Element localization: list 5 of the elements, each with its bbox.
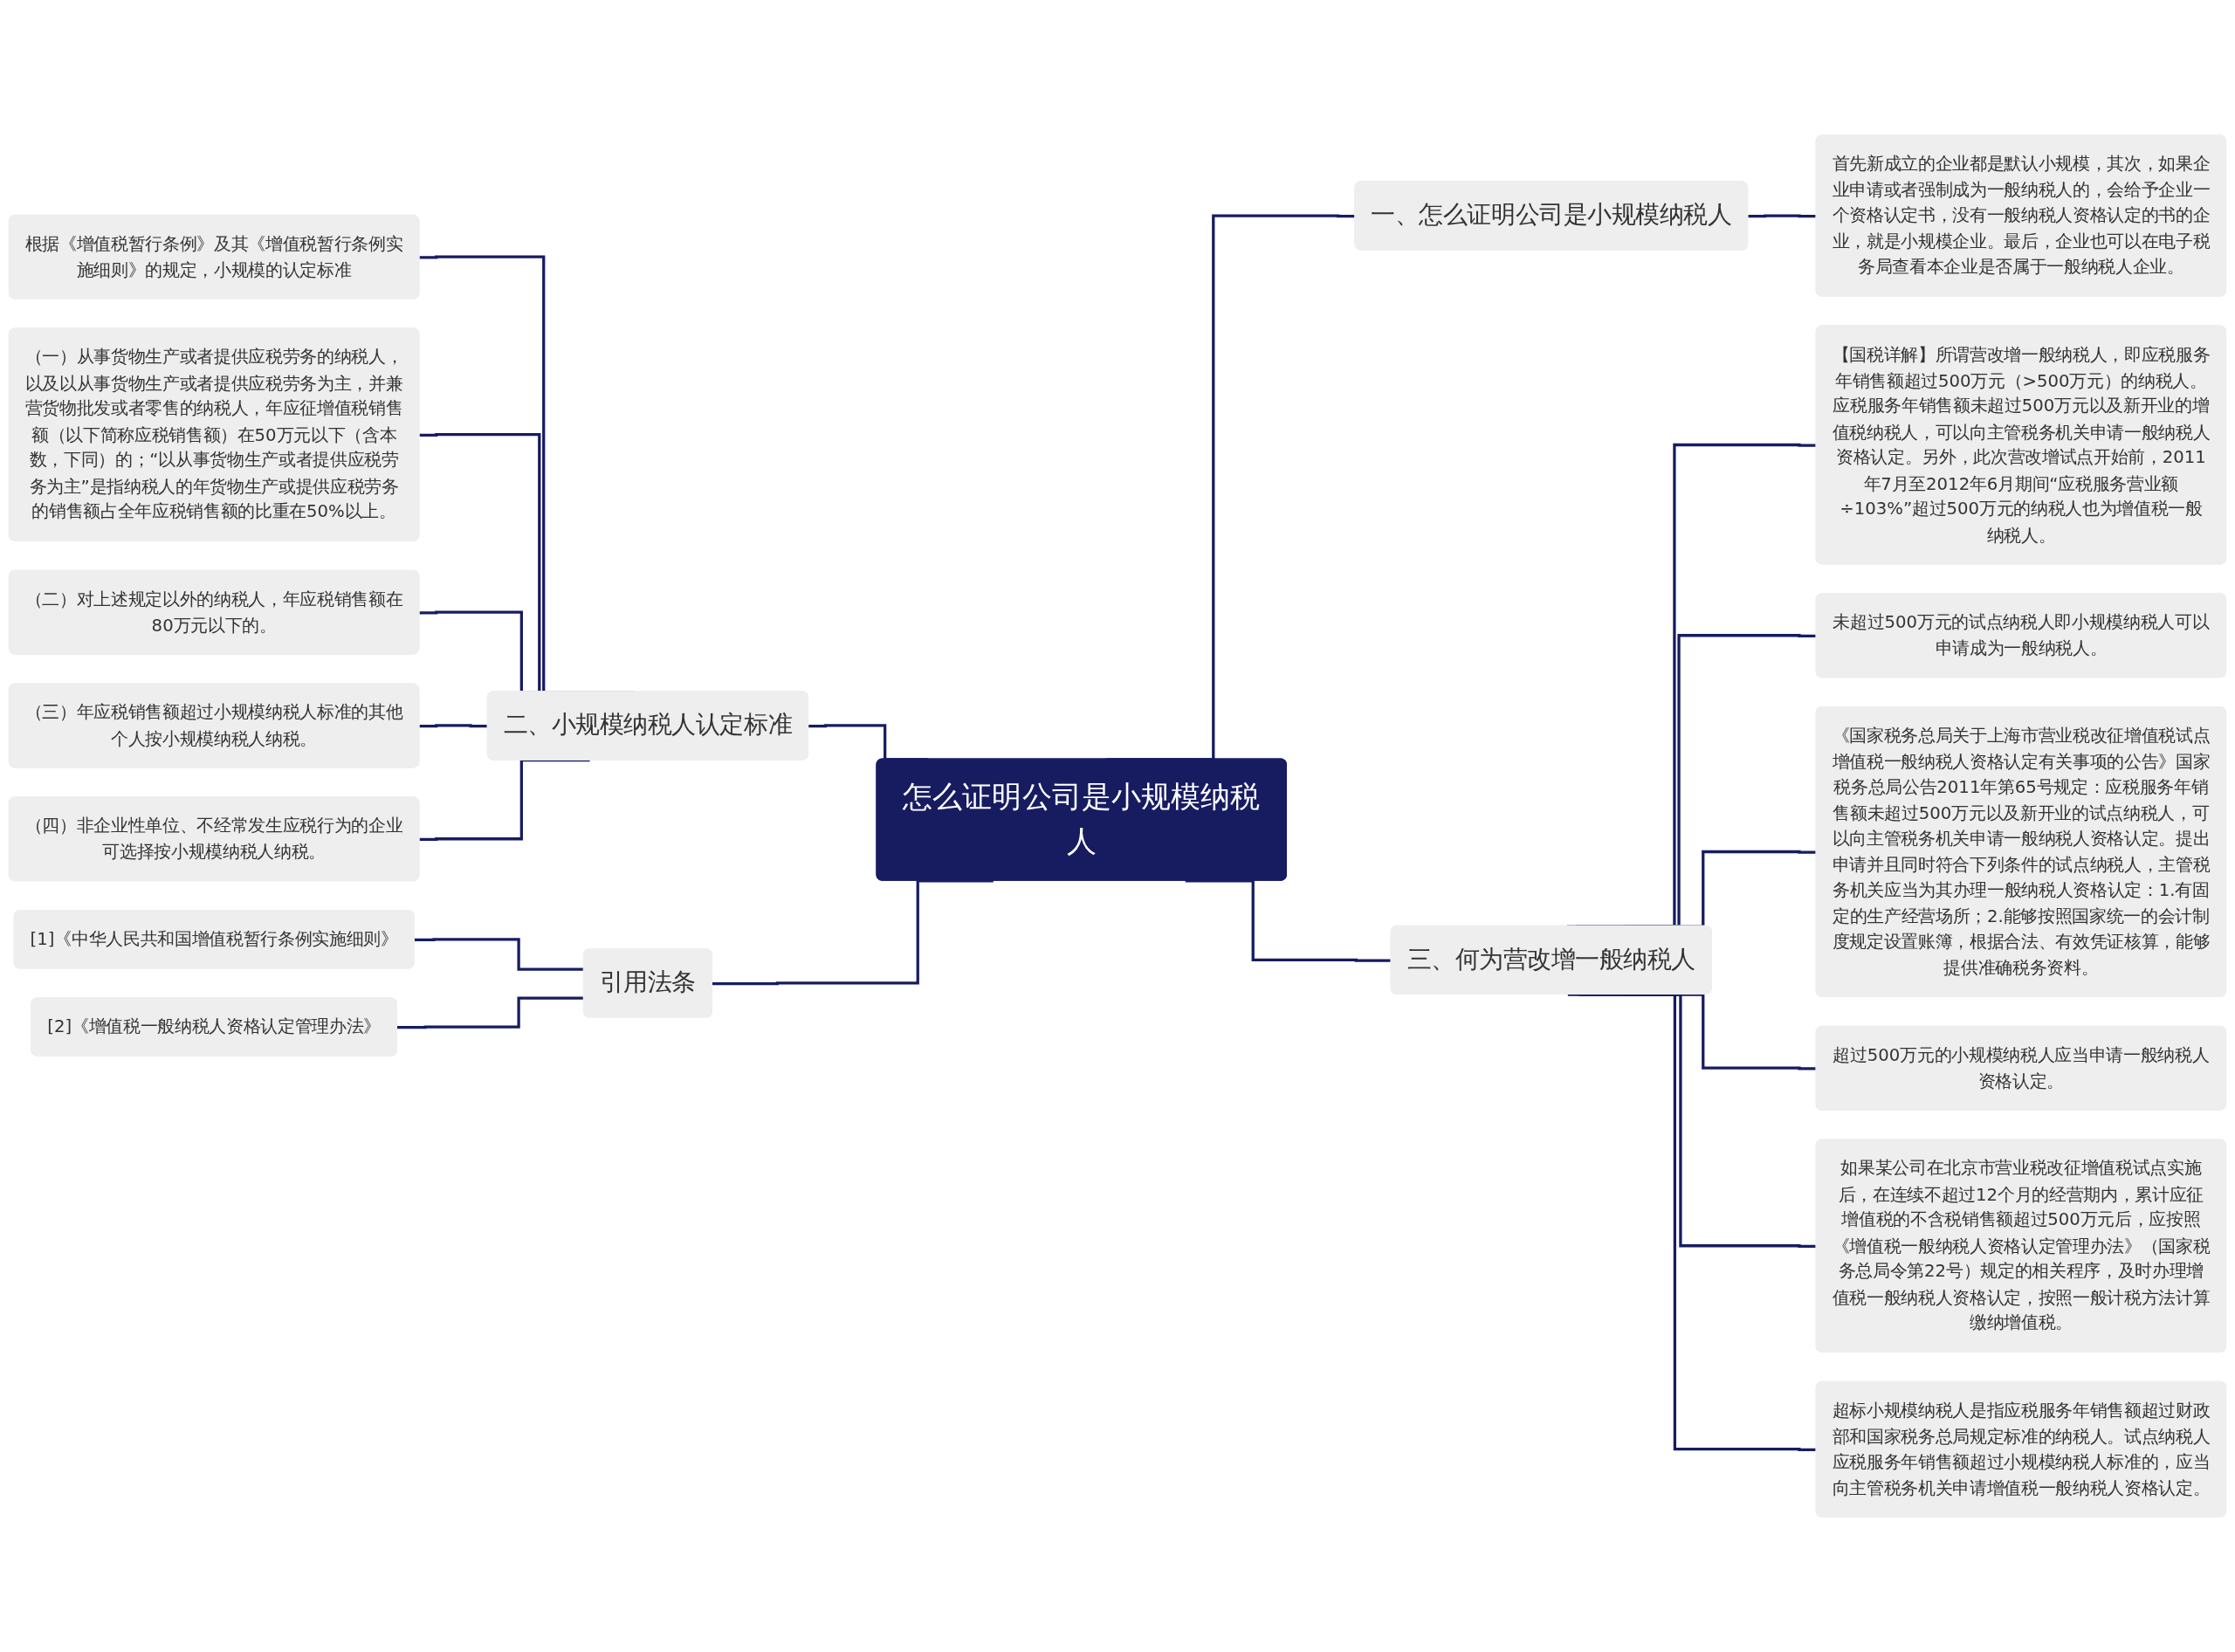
connector xyxy=(419,759,590,842)
connector xyxy=(1567,993,1817,1452)
connector xyxy=(1185,879,1392,962)
connector xyxy=(712,879,994,986)
connector xyxy=(1748,214,1817,218)
